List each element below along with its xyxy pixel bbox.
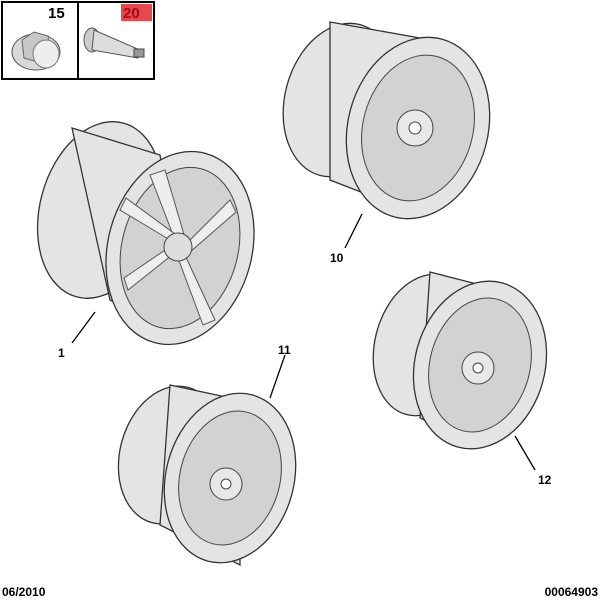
- nut-cap-icon: [11, 31, 61, 71]
- leader-line-10: [344, 213, 363, 249]
- inset-box-20[interactable]: 20: [77, 1, 155, 80]
- part-number-15: 15: [48, 5, 65, 22]
- footer-date: 06/2010: [2, 585, 46, 599]
- steel-wheel-10[interactable]: [267, 10, 510, 235]
- leader-line-12: [514, 435, 536, 471]
- inset-box-15[interactable]: 15: [1, 1, 79, 80]
- leader-line-1: [71, 311, 96, 344]
- callout-10: 10: [330, 251, 344, 265]
- valve-icon: [83, 27, 145, 59]
- steel-wheel-12[interactable]: [358, 263, 565, 464]
- alloy-wheel-1[interactable]: [19, 108, 275, 362]
- leader-line-11: [269, 354, 286, 399]
- part-number-20: 20: [123, 5, 140, 22]
- highlight-badge: [121, 4, 152, 21]
- callout-1: 1: [58, 346, 65, 360]
- footer-reference: 00064903: [545, 585, 599, 599]
- callout-11: 11: [278, 343, 291, 357]
- callout-12: 12: [538, 473, 552, 487]
- steel-wheel-11[interactable]: [104, 374, 314, 577]
